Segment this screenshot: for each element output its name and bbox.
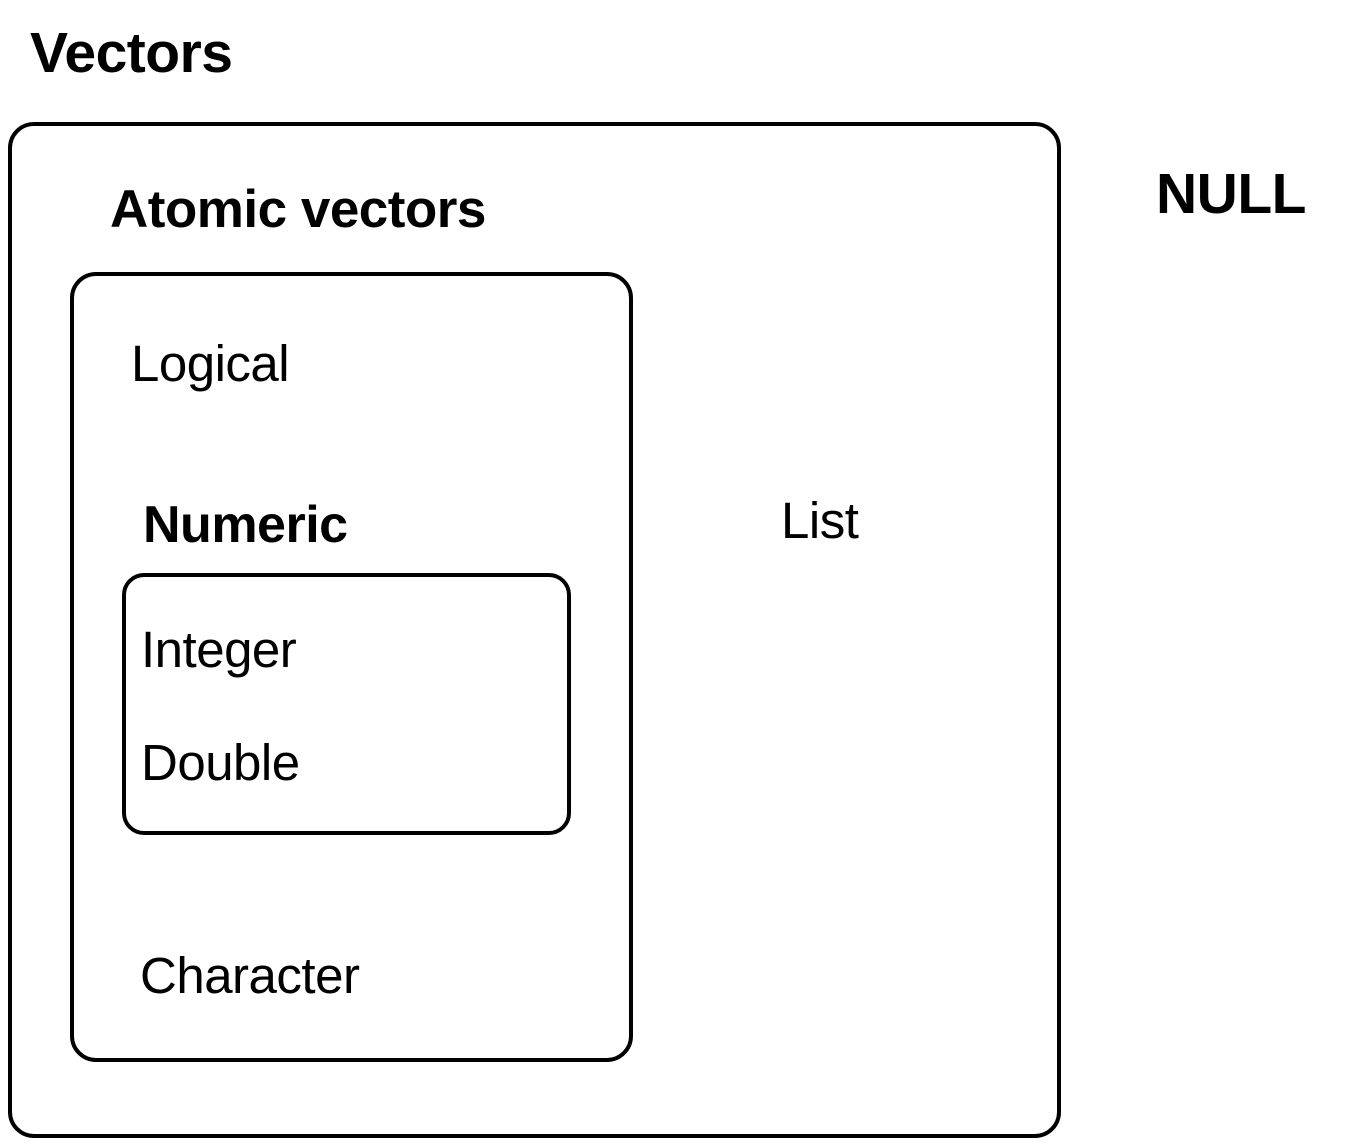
logical-label: Logical [131,335,290,392]
atomic-vectors-title: Atomic vectors [110,180,486,239]
vectors-box [8,122,1061,1138]
character-label: Character [140,947,360,1004]
atomic-vectors-box [70,272,633,1062]
numeric-label: Numeric [143,496,348,554]
double-label: Double [141,734,300,791]
numeric-subgroup-box [122,573,571,835]
integer-label: Integer [141,621,297,678]
null-label: NULL [1156,162,1306,226]
list-label: List [781,492,859,549]
vectors-title: Vectors [30,21,233,85]
